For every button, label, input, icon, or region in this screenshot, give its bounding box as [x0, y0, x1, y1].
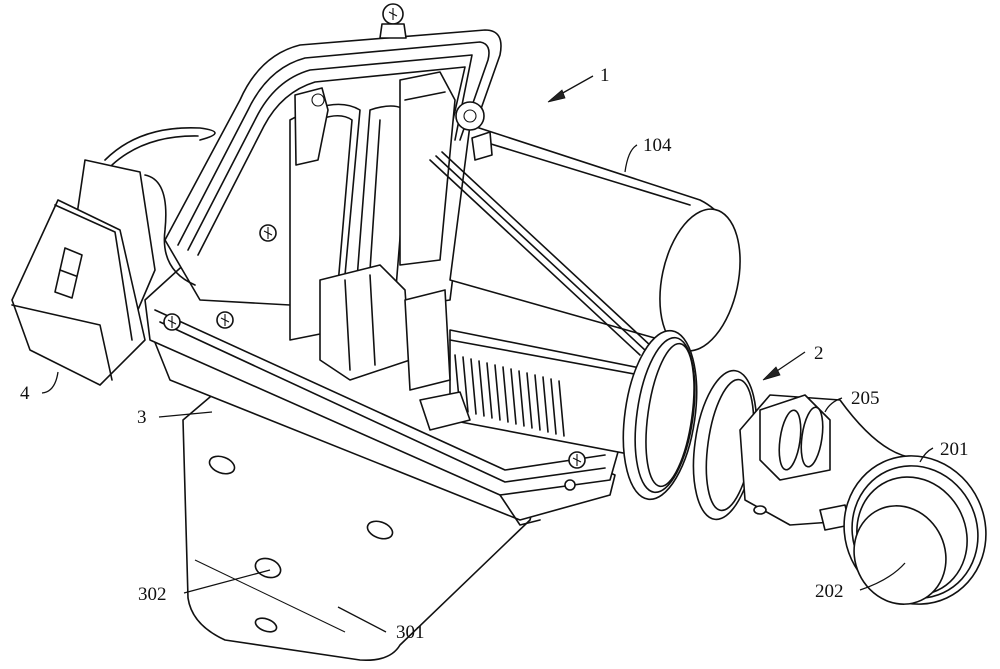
- label-205: 205: [851, 388, 880, 409]
- reference-numerals: 1 104 2 205 201 202 4 3 302 301: [20, 65, 969, 643]
- connector: [11, 126, 216, 386]
- label-104: 104: [643, 135, 672, 156]
- leader-301: [337, 606, 387, 633]
- label-2: 2: [814, 343, 824, 364]
- spring-spindle: [319, 264, 661, 461]
- leader-205: [824, 397, 843, 413]
- label-4: 4: [20, 383, 30, 404]
- spring-coils: [454, 354, 565, 437]
- output-rod: [739, 394, 987, 605]
- label-302: 302: [138, 584, 167, 605]
- label-1: 1: [600, 65, 610, 86]
- leader-202: [859, 562, 906, 591]
- label-202: 202: [815, 581, 844, 602]
- arrow-2-head: [762, 366, 781, 381]
- arrow-1-head: [547, 89, 566, 103]
- seal-boot: [622, 329, 758, 521]
- leader-4: [41, 371, 59, 394]
- leader-104: [624, 144, 638, 173]
- label-3: 3: [137, 407, 147, 428]
- leader-3: [158, 411, 213, 418]
- leader-302: [183, 569, 271, 594]
- leader-lines: [41, 75, 934, 633]
- label-301: 301: [396, 622, 425, 643]
- leader-201: [919, 447, 934, 463]
- motor: [429, 101, 741, 356]
- mounting-bracket: [182, 379, 541, 662]
- label-201: 201: [940, 439, 969, 460]
